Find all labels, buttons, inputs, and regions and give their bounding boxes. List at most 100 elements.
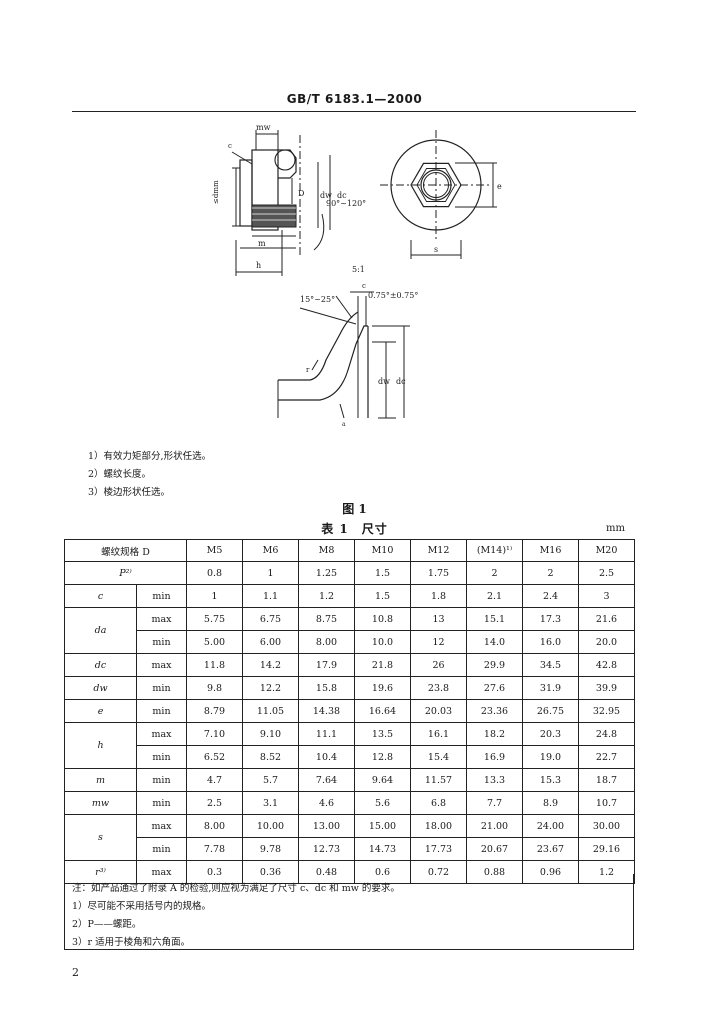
cell: 5.00 [186, 630, 243, 654]
footnote-3: 3）棱边形状任选。 [88, 487, 171, 498]
cell: 17.9 [298, 653, 355, 677]
cell: 6.75 [242, 607, 299, 631]
label-tolerance: 0.75°±0.75° [368, 291, 418, 300]
cell: 39.9 [578, 676, 635, 700]
cell: 2.1 [466, 584, 523, 608]
cell: 7.64 [298, 768, 355, 792]
cell: 24.8 [578, 722, 635, 746]
cell: 2.5 [578, 561, 635, 585]
cell: 13.5 [354, 722, 411, 746]
cell: 32.95 [578, 699, 635, 723]
table-row: c min 1 1.1 1.2 1.5 1.8 2.1 2.4 3 [64, 584, 635, 608]
cell: 2.5 [186, 791, 243, 815]
header-size: (M14)¹⁾ [466, 539, 523, 562]
cell: 21.8 [354, 653, 411, 677]
cell: 18.7 [578, 768, 635, 792]
cell: 8.75 [298, 607, 355, 631]
cell: 7.7 [466, 791, 523, 815]
cell: 11.8 [186, 653, 243, 677]
table-title: 表 1 尺寸 [321, 522, 388, 536]
cell: 11.57 [410, 768, 467, 792]
row-qualifier: max [136, 722, 187, 746]
cell: 16.0 [522, 630, 579, 654]
cell: 5.6 [354, 791, 411, 815]
cell: 16.1 [410, 722, 467, 746]
table-row: m min 4.7 5.7 7.64 9.64 11.57 13.3 15.3 … [64, 768, 635, 792]
cell: 10.00 [242, 814, 299, 838]
cell: 15.8 [298, 676, 355, 700]
row-qualifier: min [136, 584, 187, 608]
row-symbol: P²⁾ [64, 561, 187, 585]
cell: 9.10 [242, 722, 299, 746]
cell: 17.3 [522, 607, 579, 631]
label-c: c [228, 142, 232, 150]
table-row: r³⁾ max 0.3 0.36 0.48 0.6 0.72 0.88 0.96… [64, 860, 635, 884]
cell: 12.2 [242, 676, 299, 700]
header-size: M6 [242, 539, 299, 562]
header-rule [72, 111, 636, 112]
cell: 5.75 [186, 607, 243, 631]
label-detail-dc: dc [396, 377, 406, 386]
header-size: M12 [410, 539, 467, 562]
figure-caption: 图 1 [342, 502, 367, 516]
cell: 7.10 [186, 722, 243, 746]
cell: 1.25 [298, 561, 355, 585]
table-row: mw min 2.5 3.1 4.6 5.6 6.8 7.7 8.9 10.7 [64, 791, 635, 815]
header-size: M8 [298, 539, 355, 562]
cell: 23.8 [410, 676, 467, 700]
row-qualifier: max [136, 814, 187, 838]
label-angle: 90°~120° [326, 199, 366, 208]
cell: 10.7 [578, 791, 635, 815]
cell: 11.05 [242, 699, 299, 723]
row-symbol: m [64, 768, 137, 792]
cell: 10.8 [354, 607, 411, 631]
row-qualifier: min [136, 791, 187, 815]
cell: 15.4 [410, 745, 467, 769]
nut-technical-drawing: mw c D dw dc 90°~120° m h s e 5:1 15°~25… [212, 123, 502, 428]
cell: 9.8 [186, 676, 243, 700]
cell: 0.6 [354, 860, 411, 884]
cell: 21.6 [578, 607, 635, 631]
cell: 29.9 [466, 653, 523, 677]
cell: 13 [410, 607, 467, 631]
footnote-2: 2）螺纹长度。 [88, 469, 152, 480]
row-symbol: da [64, 607, 137, 654]
cell: 21.00 [466, 814, 523, 838]
row-symbol: h [64, 722, 137, 769]
cell: 1 [242, 561, 299, 585]
table-row: min 6.52 8.52 10.4 12.8 15.4 16.9 19.0 2… [65, 745, 635, 769]
cell: 12.8 [354, 745, 411, 769]
cell: 1.8 [410, 584, 467, 608]
cell: 15.3 [522, 768, 579, 792]
cell: 12 [410, 630, 467, 654]
row-symbol: r³⁾ [64, 860, 137, 884]
label-detail-dw: dw [378, 377, 390, 386]
cell: 20.67 [466, 837, 523, 861]
header-size: M16 [522, 539, 579, 562]
cell: 29.16 [578, 837, 635, 861]
cell: 1.5 [354, 584, 411, 608]
row-qualifier: min [136, 676, 187, 700]
cell: 1.75 [410, 561, 467, 585]
row-symbol: c [64, 584, 137, 608]
cell: 13.3 [466, 768, 523, 792]
cell: 42.8 [578, 653, 635, 677]
cell: 1.2 [578, 860, 635, 884]
cell: 20.03 [410, 699, 467, 723]
table-row: min 7.78 9.78 12.73 14.73 17.73 20.67 23… [65, 837, 635, 861]
table-row: P²⁾ 0.8 1 1.25 1.5 1.75 2 2 2.5 [64, 561, 635, 585]
cell: 16.9 [466, 745, 523, 769]
cell: 14.0 [466, 630, 523, 654]
row-symbol: dc [64, 653, 137, 677]
cell: 3 [578, 584, 635, 608]
label-e: e [497, 182, 502, 191]
table-note-3: 3）r 适用于棱角和六角面。 [72, 937, 191, 948]
cell: 27.6 [466, 676, 523, 700]
cell: 1 [186, 584, 243, 608]
cell: 7.78 [186, 837, 243, 861]
cell: 17.73 [410, 837, 467, 861]
cell: 6.52 [186, 745, 243, 769]
row-qualifier: max [136, 653, 187, 677]
cell: 13.00 [298, 814, 355, 838]
cell: 6.00 [242, 630, 299, 654]
